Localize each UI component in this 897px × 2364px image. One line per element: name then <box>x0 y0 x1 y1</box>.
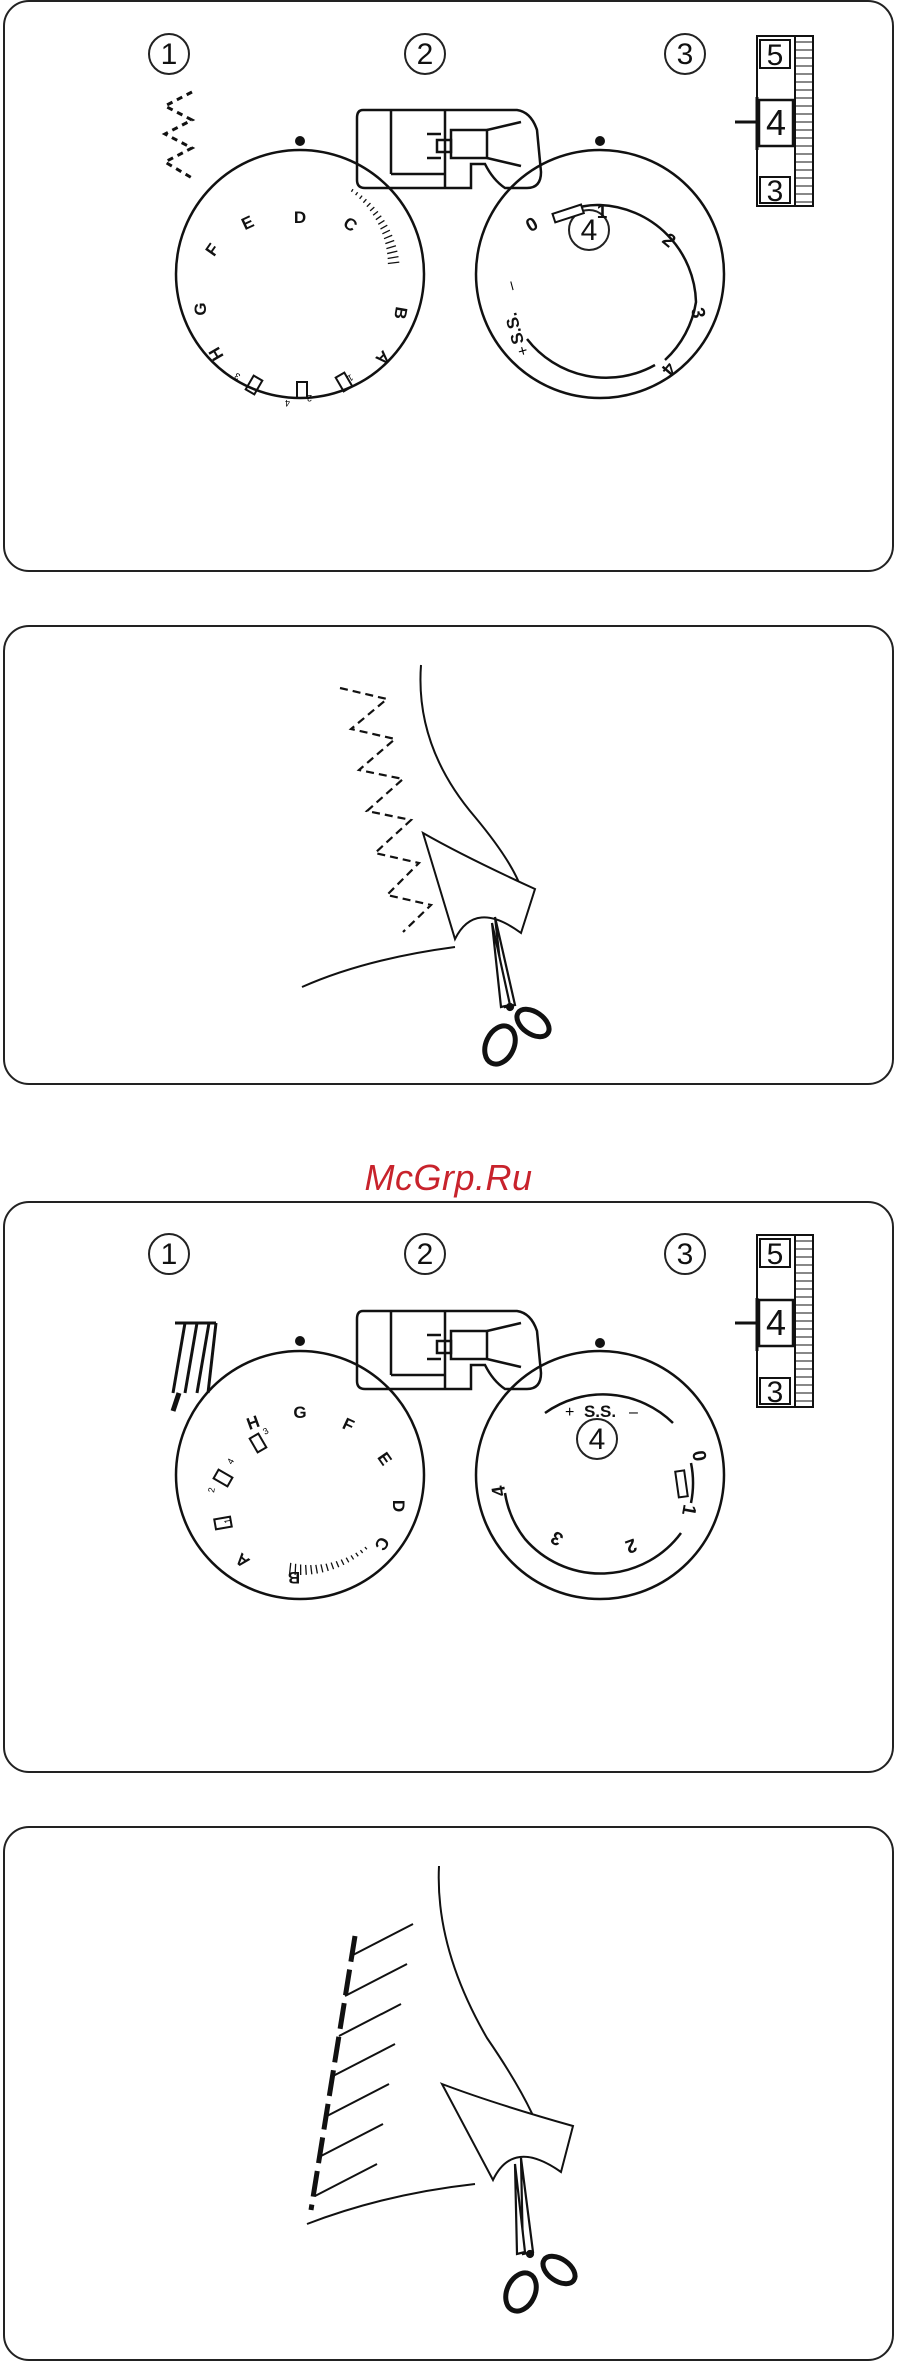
fabric-edge-bottom <box>307 2184 475 2224</box>
stitch-length-dial: S.S. + – 0 1 2 3 4 <box>476 1338 724 1599</box>
watermark-text: McGrp.Ru <box>0 1157 897 1199</box>
scissors-icon <box>500 2158 580 2316</box>
svg-text:3: 3 <box>261 1426 270 1437</box>
dial-label-C: C <box>370 1534 393 1554</box>
svg-text:+: + <box>565 1404 574 1421</box>
scissors-icon <box>479 917 554 1069</box>
dial-label-H: H <box>244 1412 262 1434</box>
length-label-2: 2 <box>622 1533 639 1556</box>
scale-value-selected: 4 <box>766 102 786 143</box>
length-label-1: 1 <box>677 1503 700 1517</box>
presser-foot-icon <box>357 1311 541 1389</box>
svg-text:+: + <box>514 344 533 357</box>
svg-text:–: – <box>502 279 521 292</box>
pattern-selector-dial: D C B A H G F E 1 2 3 4 <box>176 136 424 408</box>
svg-text:2: 2 <box>307 393 312 403</box>
blind-hem-seam <box>311 1924 413 2210</box>
scale-value-top: 5 <box>767 1238 784 1271</box>
dial-label-E: E <box>373 1449 395 1469</box>
length-label-2: 2 <box>658 229 680 252</box>
scale-value-bottom: 3 <box>767 175 784 208</box>
dial-label-D: D <box>389 1500 408 1512</box>
fabric-edge-bottom <box>302 947 455 987</box>
length-label-3: 3 <box>686 306 709 320</box>
length-label-1: 1 <box>597 202 608 223</box>
dial-label-C: C <box>340 213 361 236</box>
dial-label-H: H <box>205 344 228 364</box>
dial-label-B: B <box>288 1568 300 1587</box>
dial-label-G: G <box>293 1403 306 1422</box>
zigzag-seam <box>340 688 431 932</box>
pattern-selector-dial: G F E D C B A H 3 4 2 1 <box>176 1336 424 1599</box>
instruction-panel-blind-hem-settings: 1 2 3 4 <box>3 1201 894 1773</box>
dial-label-A: A <box>232 1549 254 1571</box>
instruction-panel-blind-hem-trim <box>3 1826 894 2361</box>
svg-text:4: 4 <box>285 398 290 408</box>
svg-text:–: – <box>629 1404 638 1421</box>
dial-label-G: G <box>191 302 210 315</box>
length-label-0: 0 <box>522 213 542 236</box>
scale-value-top: 5 <box>767 39 784 72</box>
dial-label-B: B <box>390 305 411 320</box>
svg-text:3: 3 <box>233 371 242 382</box>
folded-fabric-flap <box>442 2084 573 2180</box>
instruction-panel-zigzag-trim <box>3 625 894 1085</box>
instruction-panel-zigzag-settings: 1 2 3 4 <box>3 0 894 572</box>
dial-label-A: A <box>372 347 394 369</box>
length-label-ss: S.S. <box>501 310 528 346</box>
dial-label-F: F <box>340 1414 357 1436</box>
scale-value-selected: 4 <box>766 1302 786 1343</box>
scale-value-bottom: 3 <box>767 1376 784 1409</box>
zigzag-stitch-icon <box>165 92 192 178</box>
dial-label-F: F <box>202 240 224 259</box>
dial-label-E: E <box>239 212 257 234</box>
presser-foot-icon <box>357 110 541 188</box>
length-label-3: 3 <box>547 1526 567 1549</box>
svg-text:2: 2 <box>206 1487 217 1494</box>
length-label-4: 4 <box>488 1484 511 1498</box>
dial-label-D: D <box>294 208 306 227</box>
length-label-ss: S.S. <box>584 1402 616 1421</box>
folded-fabric-flap <box>423 833 535 939</box>
blind-hem-stitch-icon <box>173 1323 216 1411</box>
stitch-length-dial: 0 1 2 3 4 S.S. – + <box>476 136 724 398</box>
svg-text:4: 4 <box>225 1457 236 1466</box>
length-label-0: 0 <box>687 1449 710 1463</box>
